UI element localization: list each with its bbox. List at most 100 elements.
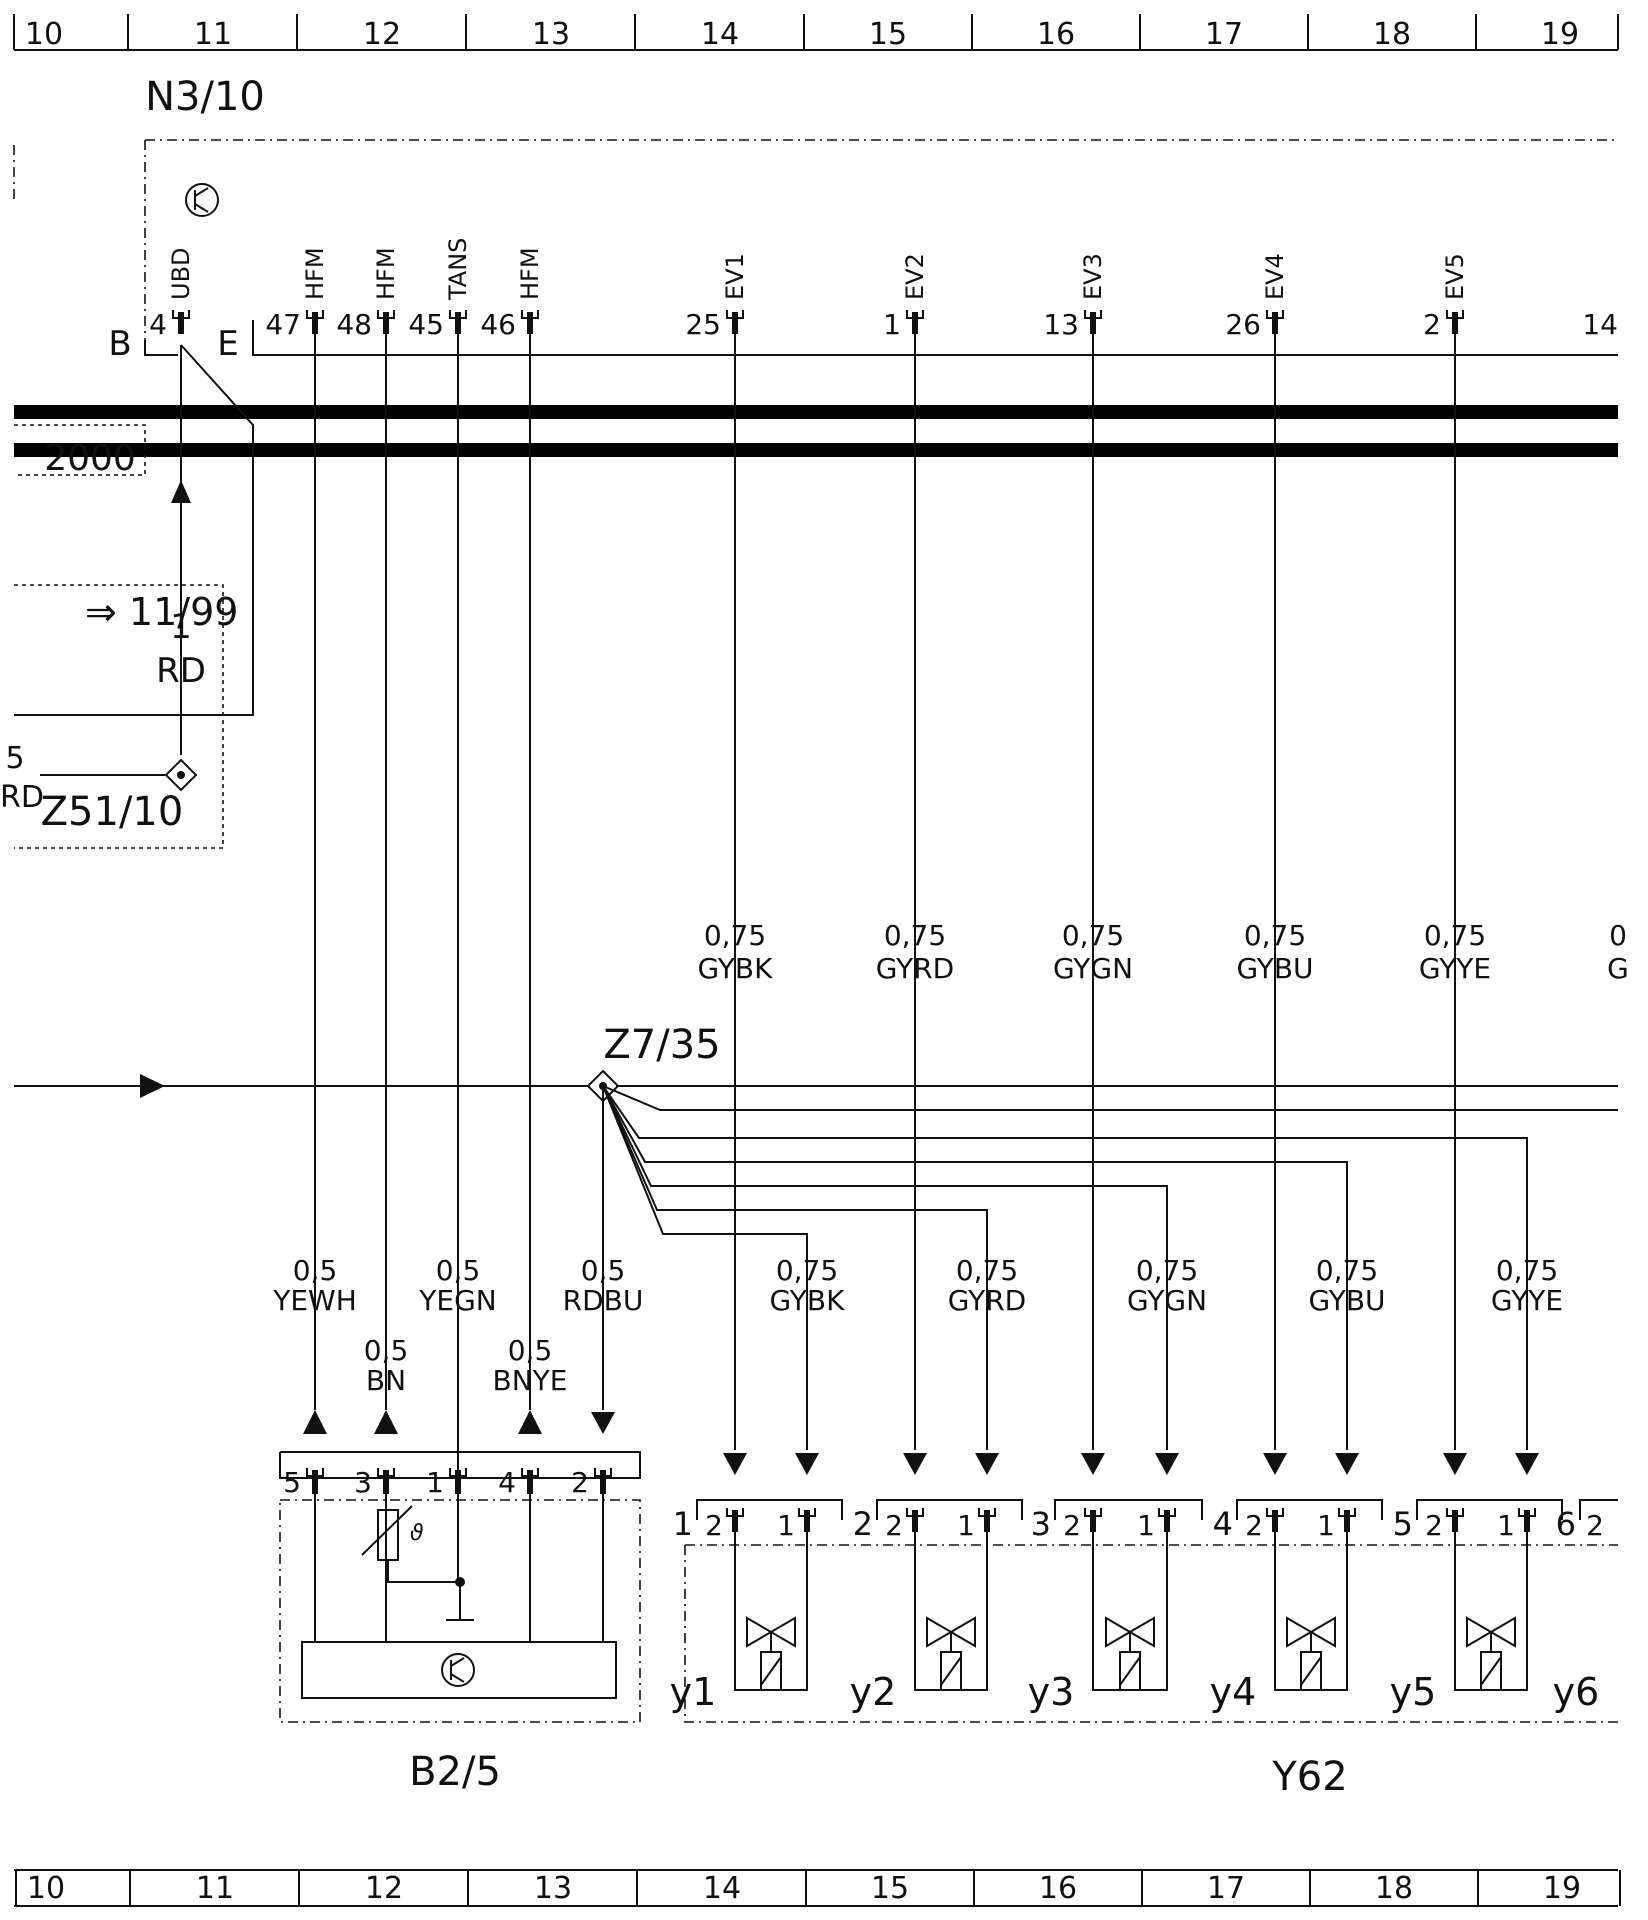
pin-contact-icon [527, 312, 533, 334]
wire-color: G [1607, 952, 1629, 985]
ground-point-z51-icon [164, 758, 198, 792]
wire-color: GYBK [698, 952, 774, 985]
wire-color: GYGN [1053, 952, 1133, 985]
valve-block-outline [684, 1544, 1618, 1723]
valve-pin-number: 1 [1497, 1509, 1515, 1542]
ref-wire-color: RD [156, 651, 206, 691]
reference-arrow: ⇒ 11/99 [85, 590, 238, 634]
valve-label: y6 [1553, 1670, 1600, 1714]
sensor-outline [279, 1499, 641, 1723]
valve-pin-number: 1 [1137, 1509, 1155, 1542]
pin-signal: EV2 [901, 253, 929, 300]
pin-number: 46 [480, 308, 516, 341]
solenoid-valve-icon [1286, 1616, 1336, 1691]
pin-contact-icon [383, 312, 389, 334]
valve-pin-number: 1 [957, 1509, 975, 1542]
valve-block-label: Y62 [1271, 1754, 1347, 1800]
wire-color: GYYE [1419, 952, 1491, 985]
sensor-electronics-box [301, 1641, 617, 1699]
wire-color: GYBK [770, 1284, 846, 1317]
valve-pin-number: 1 [777, 1509, 795, 1542]
ruler-top-10: 10 [25, 17, 63, 52]
ruler-top-12: 12 [363, 17, 401, 52]
wire-color: GYBU [1308, 1284, 1385, 1317]
bottom-ruler: 10 11 12 13 14 15 16 17 18 19 [14, 1869, 1621, 1907]
pin-signal: TANS [444, 238, 472, 301]
solenoid-valve-icon [1105, 1616, 1155, 1691]
wire-size: 0,5 [293, 1254, 338, 1287]
ntc-resistor-icon: ϑ [361, 1505, 424, 1561]
valve-pin-number: 2 [1245, 1509, 1263, 1542]
wire-color: GYBU [1236, 952, 1313, 985]
valve-group-number: 1 [673, 1505, 693, 1543]
pin-contact-icon [178, 312, 184, 334]
sensor-pin-number: 5 [283, 1466, 301, 1499]
pin-signal: EV3 [1079, 253, 1107, 300]
ruler-bottom-12: 12 [365, 1871, 403, 1906]
wire-size: 0,75 [884, 919, 946, 952]
solenoid-valve-icon [926, 1616, 976, 1691]
wire-color: BN [366, 1364, 406, 1397]
pin-number: 1 [883, 308, 901, 341]
wire-size: 0,5 [364, 1334, 409, 1367]
wire-size: 0,75 [1316, 1254, 1378, 1287]
pin-number: 25 [685, 308, 721, 341]
sensor-label: B2/5 [409, 1749, 501, 1795]
wires: 0,5YEWH0,5BN0,5YEGN0,5BNYE0,5RDBU0,75GYB… [272, 334, 1629, 1475]
connector-b-label: B [108, 324, 131, 364]
valve-label: y1 [670, 1670, 717, 1714]
pin-contact-icon [1272, 312, 1278, 334]
wire-size: 0,75 [956, 1254, 1018, 1287]
wire-size: 0,75 [1136, 1254, 1198, 1287]
ruler-bottom-18: 18 [1375, 1871, 1413, 1906]
ruler-top-13: 13 [532, 17, 570, 52]
wire-color: YEWH [272, 1284, 357, 1317]
ruler-bottom-19: 19 [1543, 1871, 1581, 1906]
wire-size: 0,75 [1496, 1254, 1558, 1287]
transistor-icon [185, 183, 219, 217]
pin-number: 4 [149, 308, 167, 341]
pin-contact-icon [312, 312, 318, 334]
solenoid-valve-icon [746, 1616, 796, 1691]
pin-contact-icon [1452, 312, 1458, 334]
control-unit-outline [144, 139, 1618, 355]
pin-number: 26 [1225, 308, 1261, 341]
ruler-bottom-17: 17 [1207, 1871, 1245, 1906]
sensor-pin-number: 3 [354, 1466, 372, 1499]
connector-e-line [252, 320, 1618, 356]
sensor-pin-number: 4 [498, 1466, 516, 1499]
bus-year-label: 2000 [44, 438, 136, 479]
valve-pin-number: 2 [1586, 1509, 1604, 1542]
ruler-bottom-14: 14 [703, 1871, 741, 1906]
valve-label: y3 [1028, 1670, 1075, 1714]
ground-point-z7-label: Z7/35 [603, 1022, 720, 1068]
top-ruler: 10 11 12 13 14 15 16 17 18 19 [13, 14, 1619, 52]
wire-color: YEGN [418, 1284, 496, 1317]
valve-label: y2 [850, 1670, 897, 1714]
ruler-bottom-15: 15 [871, 1871, 909, 1906]
ruler-top-16: 16 [1037, 17, 1075, 52]
valve-pin-number: 2 [885, 1509, 903, 1542]
ruler-top-18: 18 [1373, 17, 1411, 52]
pin-signal: HFM [301, 247, 329, 300]
wire-size: 0,5 [581, 1254, 626, 1287]
pin-number: 13 [1043, 308, 1079, 341]
pin-contact-icon [1090, 312, 1096, 334]
partial-left-top: 5 [5, 741, 24, 776]
pin-signal: UBD [167, 247, 195, 300]
ntc-symbol: ϑ [410, 1521, 424, 1546]
pin-contact-icon [912, 312, 918, 334]
wire-size: 0,5 [508, 1334, 553, 1367]
pin-signal: EV4 [1261, 253, 1289, 300]
pin-number: 48 [336, 308, 372, 341]
pin-signal: EV1 [721, 253, 749, 300]
valve-group-number: 4 [1213, 1505, 1233, 1543]
sensor-pin-number: 1 [426, 1466, 444, 1499]
ruler-bottom-13: 13 [534, 1871, 572, 1906]
ruler-top-14: 14 [701, 17, 739, 52]
ruler-bottom-16: 16 [1039, 1871, 1077, 1906]
wire-size: 0,5 [436, 1254, 481, 1287]
valve-group-number: 2 [853, 1505, 873, 1543]
pin-signal: EV5 [1441, 253, 1469, 300]
valve-group-number: 3 [1031, 1505, 1051, 1543]
